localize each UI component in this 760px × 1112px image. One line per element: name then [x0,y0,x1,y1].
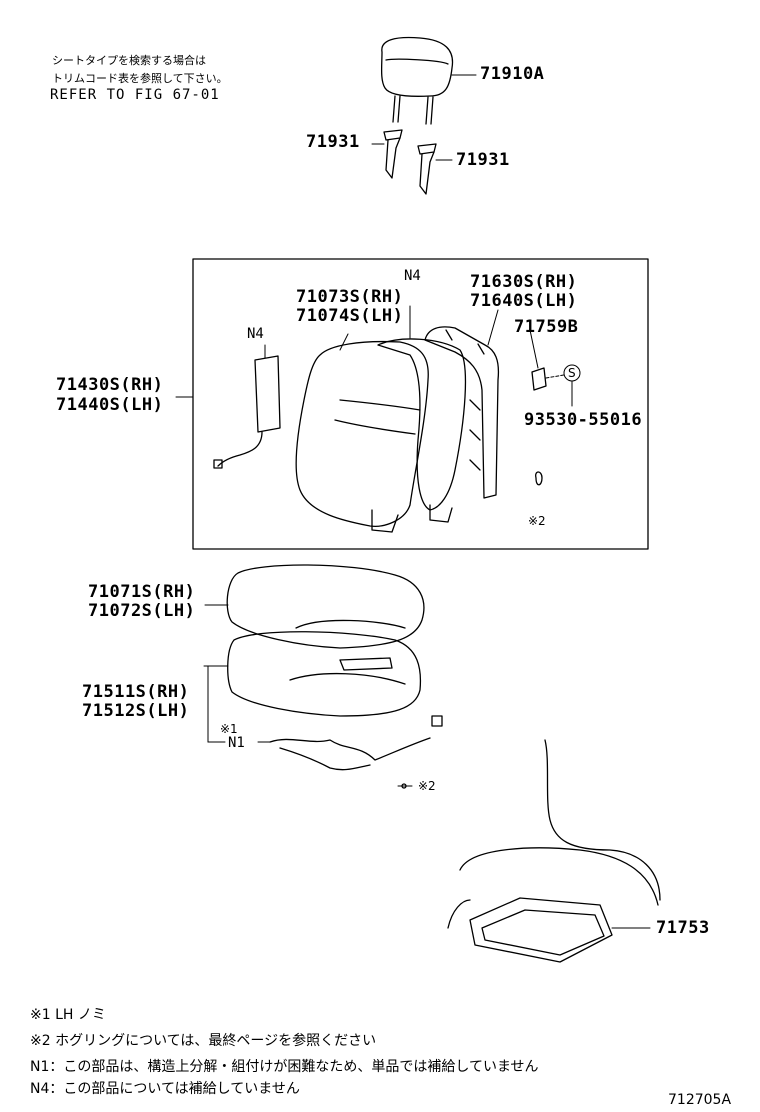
part-71072S-lh[interactable]: 71072S(LH) [88,601,196,621]
mark1: ※1 [220,722,238,736]
cushion-pad-illustration [227,631,422,717]
part-71074S-lh[interactable]: 71074S(LH) [296,306,404,326]
part-71931-left[interactable]: 71931 [306,132,360,152]
search-note-line1: シートタイプを検索する場合は [52,54,206,67]
airbag-module-illustration [213,344,281,469]
mark2-seatback: ※2 [528,514,546,528]
headrest-illustration [380,36,477,125]
part-71511S-rh[interactable]: 71511S(RH) [82,682,190,702]
clip-illustration [529,329,581,486]
seatback-group-box [192,258,649,550]
n1-mark: N1 [228,735,245,751]
footnote-2: ※2 ホグリングについては、最終ページを参照ください [30,1033,377,1049]
part-71512S-lh[interactable]: 71512S(LH) [82,701,190,721]
footnote-3: N1：この部品は、構造上分解・組付けが困難なため、単品では補給していません [30,1059,539,1075]
part-71759B[interactable]: 71759B [514,317,579,337]
search-note-line2: トリムコード表を参照して下さい。 [52,72,228,85]
seatback-pad-illustration [377,305,467,523]
harness-illustration [203,665,443,789]
mark2-cushion: ※2 [418,779,436,793]
part-71753[interactable]: 71753 [656,918,710,938]
part-71430S-rh[interactable]: 71430S(RH) [56,375,164,395]
part-71071S-rh[interactable]: 71071S(RH) [88,582,196,602]
part-71630S-rh[interactable]: 71630S(RH) [470,272,578,292]
part-71440S-lh[interactable]: 71440S(LH) [56,395,164,415]
s-mark: S [568,366,576,380]
cushion-cover-illustration [226,564,425,649]
footnote-1: ※1 LH ノミ [30,1007,106,1023]
part-71910A[interactable]: 71910A [480,64,545,84]
seat-tray-illustration [447,739,661,963]
n4-airbag-mark: N4 [247,326,264,342]
figure-code: 712705A [668,1092,732,1108]
seatback-frame-illustration [424,309,500,499]
part-93530-55016[interactable]: 93530-55016 [524,410,643,430]
part-71073S-rh[interactable]: 71073S(RH) [296,287,404,307]
refer-fig-note: REFER TO FIG 67-01 [50,87,220,103]
part-71640S-lh[interactable]: 71640S(LH) [470,291,578,311]
headrest-support-illustration [371,129,453,195]
part-71931-right[interactable]: 71931 [456,150,510,170]
n4-frame-mark: N4 [404,268,421,284]
footnote-4: N4：この部品については補給していません [30,1081,300,1097]
seatback-cover-illustration [295,333,429,533]
